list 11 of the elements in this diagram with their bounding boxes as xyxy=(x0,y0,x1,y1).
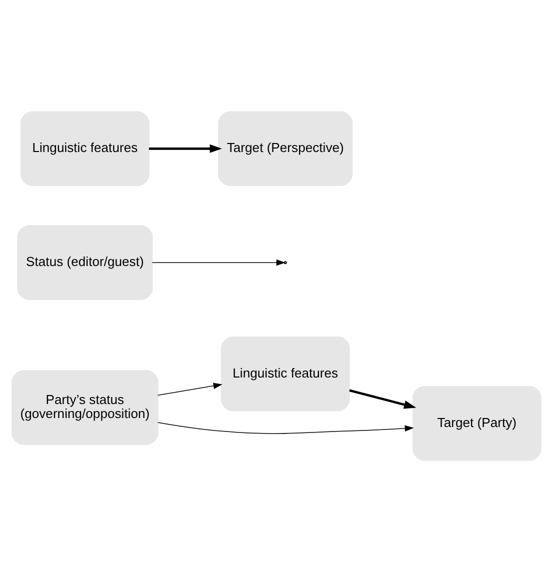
node-box: Target (Perspective) xyxy=(218,110,353,186)
arrow xyxy=(158,422,414,434)
arrow xyxy=(148,144,222,152)
arrow xyxy=(157,382,222,396)
arrow xyxy=(152,259,286,266)
arrow xyxy=(349,388,416,408)
node-box: Status (editor/guest) xyxy=(17,224,153,300)
node-box: Linguistic features xyxy=(20,110,150,186)
node-box: Linguistic features xyxy=(220,336,350,411)
node-box: Party’s status (governing/opposition) xyxy=(12,370,158,444)
node-box: Target (Party) xyxy=(412,385,542,460)
